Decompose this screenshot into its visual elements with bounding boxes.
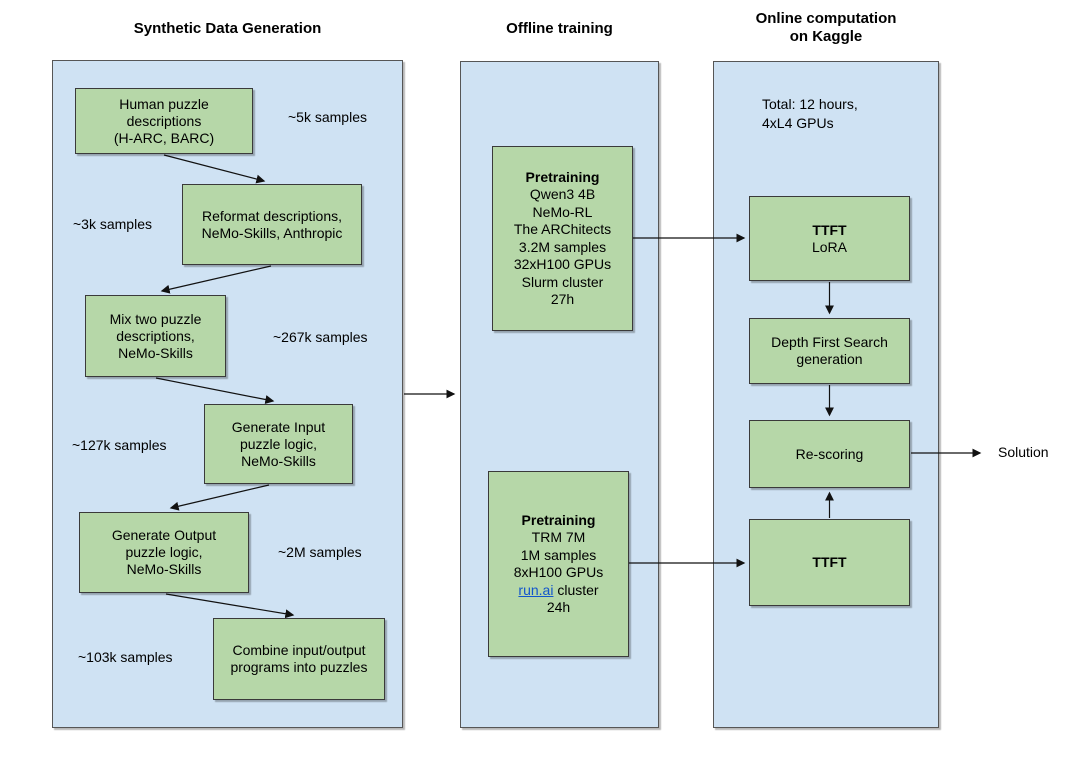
box-line: 8xH100 GPUs xyxy=(513,564,604,580)
box-generate-output-puzzle-logic: Generate Output puzzle logic, NeMo-Skill… xyxy=(79,512,249,593)
box-pretraining-trm: Pretraining TRM 7M 1M samples 8xH100 GPU… xyxy=(488,471,629,657)
box-line: generation xyxy=(796,351,863,367)
box-mix-two-puzzle-descriptions: Mix two puzzle descriptions, NeMo-Skills xyxy=(85,295,226,377)
solution-output-label: Solution xyxy=(998,444,1049,460)
box-reformat-descriptions: Reformat descriptions, NeMo-Skills, Anth… xyxy=(182,184,362,265)
box-title: Pretraining xyxy=(521,511,596,528)
box-generate-input-puzzle-logic: Generate Input puzzle logic, NeMo-Skills xyxy=(204,404,353,484)
box-line: NeMo-Skills xyxy=(241,452,316,469)
box-human-puzzle-descriptions: Human puzzle descriptions (H-ARC, BARC) xyxy=(75,88,253,154)
column-title-online-computation: Online computation on Kaggle xyxy=(713,10,939,46)
box-depth-first-search-generation: Depth First Search generation xyxy=(749,318,910,384)
column-title-online-line2: on Kaggle xyxy=(789,28,863,45)
column-title-offline-training: Offline training xyxy=(506,20,613,37)
box-ttft: TTFT xyxy=(749,519,910,606)
box-line: LoRA xyxy=(811,238,848,255)
box-combine-input-output-programs: Combine input/output programs into puzzl… xyxy=(213,618,385,700)
box-line: descriptions xyxy=(126,112,202,129)
box-line: NeMo-Skills xyxy=(118,344,193,361)
sample-count-103k: ~103k samples xyxy=(78,649,173,665)
link-suffix: cluster xyxy=(553,581,599,598)
column-title-synthetic-data-generation: Synthetic Data Generation xyxy=(133,20,322,37)
box-line: Qwen3 4B xyxy=(529,186,596,202)
box-title: TTFT xyxy=(812,221,847,238)
sample-count-5k: ~5k samples xyxy=(288,109,367,125)
box-line-with-link: run.ai cluster xyxy=(518,582,598,600)
box-line: NeMo-Skills xyxy=(126,561,202,577)
box-line: TRM 7M xyxy=(531,529,586,545)
box-line: Mix two puzzle xyxy=(109,310,202,327)
sample-count-267k: ~267k samples xyxy=(273,329,368,345)
run-ai-link[interactable]: run.ai xyxy=(518,581,554,598)
box-line: 32xH100 GPUs xyxy=(513,256,612,272)
box-title: Pretraining xyxy=(525,168,600,185)
box-line: The ARChitects xyxy=(513,221,612,237)
box-line: Re-scoring xyxy=(795,445,864,462)
sample-count-127k: ~127k samples xyxy=(72,437,167,453)
box-pretraining-qwen3: Pretraining Qwen3 4B NeMo-RL The ARChite… xyxy=(492,146,633,331)
sample-count-2m: ~2M samples xyxy=(278,544,362,560)
box-line: 3.2M samples xyxy=(518,238,607,255)
box-line: Generate Input xyxy=(231,418,326,435)
box-re-scoring: Re-scoring xyxy=(749,420,910,488)
box-line: puzzle logic, xyxy=(125,544,203,560)
note-total-compute: Total: 12 hours, 4xL4 GPUs xyxy=(762,95,858,133)
box-line: programs into puzzles xyxy=(230,659,368,675)
box-line: Combine input/output xyxy=(232,642,366,658)
box-line: Reformat descriptions, xyxy=(201,207,343,224)
panel-online-computation xyxy=(713,61,939,728)
note-line1: Total: 12 hours, xyxy=(762,96,858,112)
box-title: TTFT xyxy=(812,554,847,570)
box-line: (H-ARC, BARC) xyxy=(113,129,215,146)
box-line: Generate Output xyxy=(111,527,217,543)
box-line: NeMo-Skills, Anthropic xyxy=(201,224,343,241)
box-line: NeMo-RL xyxy=(532,203,593,220)
box-line: Human puzzle xyxy=(119,95,209,112)
box-line: descriptions, xyxy=(116,327,195,344)
box-line: 24h xyxy=(546,599,571,615)
box-line: puzzle logic, xyxy=(239,435,318,452)
sample-count-3k: ~3k samples xyxy=(73,216,152,232)
column-title-online-line1: Online computation xyxy=(755,10,897,27)
box-ttft-lora: TTFT LoRA xyxy=(749,196,910,281)
box-line: 27h xyxy=(550,291,575,307)
box-line: 1M samples xyxy=(520,546,597,563)
box-line: Depth First Search xyxy=(771,334,888,350)
box-line: Slurm cluster xyxy=(521,273,604,290)
note-line2: 4xL4 GPUs xyxy=(762,115,834,131)
